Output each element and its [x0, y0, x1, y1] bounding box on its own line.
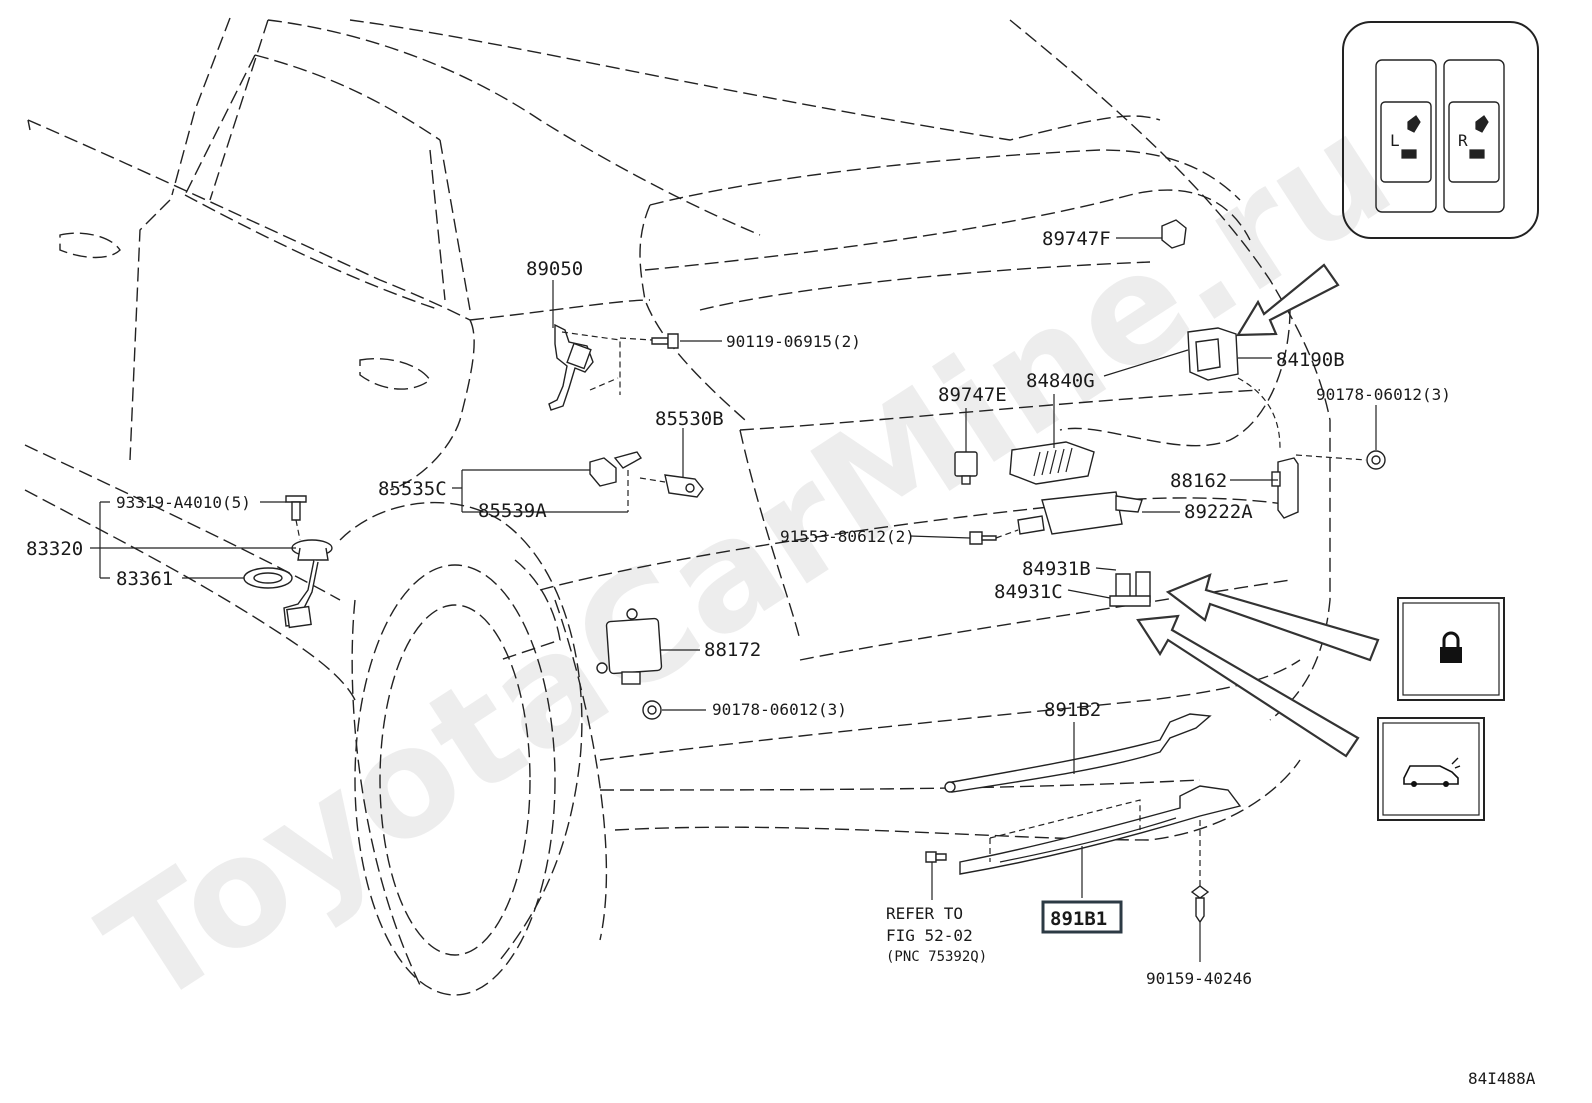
label-89050: 89050 — [526, 258, 583, 280]
label-84190B: 84190B — [1276, 349, 1345, 371]
vehicle-outline — [24, 17, 1331, 841]
part-84931C — [1109, 595, 1151, 607]
label-84931B: 84931B — [1022, 558, 1091, 580]
part-89222A — [1017, 491, 1143, 535]
label-85535C: 85535C — [378, 478, 447, 500]
part-85530B — [664, 474, 704, 498]
label-93319: 93319-A4010(5) — [116, 493, 251, 512]
label-83320: 83320 — [26, 538, 83, 560]
part-89050 — [548, 323, 594, 411]
part-90119-bolt — [651, 333, 679, 349]
label-90119: 90119-06915(2) — [726, 332, 861, 351]
watermark: ToyotaCarMine.ru — [75, 82, 1421, 1040]
label-90159: 90159-40246 — [1146, 969, 1252, 988]
part-refer-clip — [925, 851, 947, 863]
lock-button-box — [1397, 597, 1505, 701]
part-91553-bolt — [969, 531, 997, 545]
label-90178-right: 90178-06012(3) — [1316, 385, 1451, 404]
part-83361 — [243, 567, 293, 589]
label-84840G: 84840G — [1026, 370, 1095, 392]
part-89747F — [1161, 219, 1187, 249]
leader-lines — [90, 237, 1377, 962]
refer-note-line2: FIG 52-02 — [886, 926, 973, 945]
label-891B2: 891B2 — [1044, 699, 1101, 721]
refer-note-line3: (PNC 75392Q) — [886, 949, 987, 965]
label-90178-left: 90178-06012(3) — [712, 700, 847, 719]
part-84190B — [1187, 327, 1239, 381]
part-88172 — [596, 608, 663, 685]
tailgate-button-box — [1377, 717, 1485, 821]
part-84840G — [1009, 441, 1095, 485]
highlight-box-891B1 — [1041, 900, 1123, 934]
label-89747E: 89747E — [938, 384, 1007, 406]
label-91553: 91553-80612(2) — [780, 527, 915, 546]
part-83320 — [283, 539, 333, 629]
refer-note-line1: REFER TO — [886, 904, 963, 923]
part-90178-nut-left — [642, 700, 662, 720]
part-90159-screw — [1190, 885, 1210, 924]
part-891B2 — [944, 713, 1212, 793]
label-891B1: 891B1 — [1050, 908, 1107, 930]
car-tailgate-icon — [1403, 757, 1461, 787]
label-88162: 88162 — [1170, 470, 1227, 492]
pointer-arrows — [1136, 263, 1380, 758]
label-84931C: 84931C — [994, 581, 1063, 603]
label-83361: 83361 — [116, 568, 173, 590]
switch-right-label: R — [1458, 131, 1468, 150]
lock-icon — [1440, 631, 1462, 663]
label-85539A: 85539A — [478, 500, 547, 522]
label-85530B: 85530B — [655, 408, 724, 430]
wheel — [339, 501, 608, 996]
part-85535C — [589, 451, 643, 487]
seat-switch-panel: L R — [1342, 21, 1539, 239]
seat-icon — [1401, 115, 1489, 159]
label-89747F: 89747F — [1042, 228, 1111, 250]
label-88172: 88172 — [704, 639, 761, 661]
part-90178-nut-right — [1366, 450, 1386, 470]
part-labels: 89050 90119-06915(2) 85530B 85535C 85539… — [26, 228, 1536, 1088]
part-891B1 — [959, 785, 1242, 875]
part-88162 — [1271, 457, 1299, 519]
part-93319-bolt — [285, 495, 307, 521]
label-89222A: 89222A — [1184, 501, 1253, 523]
figure-code: 84I488A — [1468, 1069, 1536, 1088]
switch-left-label: L — [1390, 131, 1400, 150]
